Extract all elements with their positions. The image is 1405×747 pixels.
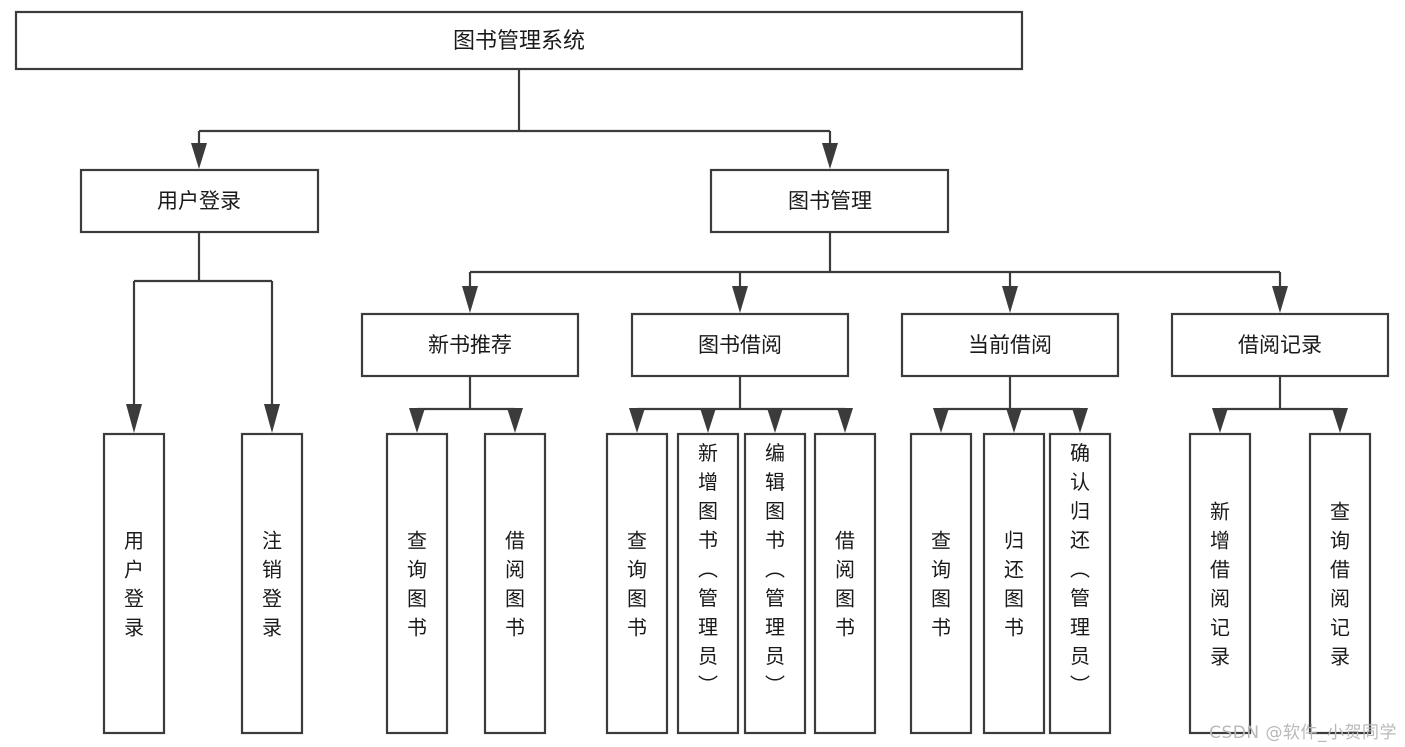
leaf-label: 查询图书 <box>931 529 951 640</box>
node-book-management-box[interactable] <box>709 168 950 234</box>
arrow-head-borrow-leaf-2 <box>700 408 716 433</box>
leaf-label: 借阅图书 <box>835 529 855 640</box>
leaf-node[interactable] <box>1308 432 1372 735</box>
node-user-login[interactable]: 用户登录 <box>79 168 320 234</box>
leaf-node[interactable] <box>909 432 973 735</box>
node-new-book-recommend-box[interactable] <box>360 312 580 378</box>
leaf-node[interactable] <box>1048 432 1112 735</box>
node-book-borrow-box[interactable] <box>630 312 850 378</box>
leaf-box-return-book[interactable] <box>982 432 1046 735</box>
arrow-head-records <box>1272 286 1288 313</box>
arrow-head-newbook-leaf-2 <box>507 408 523 433</box>
arrow-head-borrow-leaf-3 <box>767 408 783 433</box>
leaf-box-borrow-book-2[interactable] <box>813 432 877 735</box>
node-root-label: 图书管理系统 <box>453 29 585 54</box>
leaf-box-logout[interactable] <box>240 432 304 735</box>
leaf-node[interactable] <box>743 432 807 735</box>
node-root[interactable]: 图书管理系统 <box>14 10 1024 71</box>
arrow-head-newbook <box>462 286 478 313</box>
leaf-box-borrow-book-1[interactable] <box>483 432 547 735</box>
arrow-head-borrow-leaf-1 <box>629 408 645 433</box>
leaf-box-user-login[interactable] <box>102 432 166 735</box>
node-current-borrow[interactable]: 当前借阅 <box>900 312 1120 378</box>
arrow-head-newbook-leaf-1 <box>409 408 425 433</box>
leaf-node[interactable] <box>385 432 449 735</box>
leaf-box-add-book-admin[interactable] <box>676 432 740 735</box>
node-user-login-label: 用户登录 <box>157 189 241 213</box>
node-book-management[interactable]: 图书管理 <box>709 168 950 234</box>
arrow-head-leaf-logout <box>264 404 280 433</box>
leaf-label-layer: 用户登录 注销登录 查询图书 借阅图书 查询图书 新增图书︵管理员︶ 编辑图书︵管理员︶ 借阅… <box>124 441 1350 697</box>
node-borrow-records-box[interactable] <box>1170 312 1390 378</box>
leaf-label: 编辑图书︵管理员︶ <box>765 441 785 697</box>
node-book-management-label: 图书管理 <box>788 189 872 213</box>
leaf-label: 归还图书 <box>1004 529 1024 640</box>
leaf-node[interactable] <box>676 432 740 735</box>
node-new-book-recommend-label: 新书推荐 <box>428 333 512 357</box>
leaf-box-query-book-2[interactable] <box>605 432 669 735</box>
arrow-head-current-leaf-3 <box>1072 408 1088 433</box>
arrow-head-records-leaf-1 <box>1212 408 1228 433</box>
node-root-box[interactable] <box>14 10 1024 71</box>
leaf-box-edit-book-admin[interactable] <box>743 432 807 735</box>
leaf-box-confirm-return-admin[interactable] <box>1048 432 1112 735</box>
leaf-label: 新增图书︵管理员︶ <box>698 441 718 697</box>
node-current-borrow-label: 当前借阅 <box>968 333 1052 357</box>
leaf-node[interactable] <box>1188 432 1252 735</box>
leaf-node[interactable] <box>483 432 547 735</box>
arrow-head-borrow-leaf-4 <box>837 408 853 433</box>
arrow-head-borrow <box>732 286 748 313</box>
connector-layer <box>126 69 1348 433</box>
leaf-box-add-borrow-record[interactable] <box>1188 432 1252 735</box>
arrow-head-to-book-mgmt <box>822 143 838 169</box>
arrow-head-current <box>1002 286 1018 313</box>
leaf-node[interactable] <box>982 432 1046 735</box>
leaf-label: 注销登录 <box>262 529 282 640</box>
node-book-borrow[interactable]: 图书借阅 <box>630 312 850 378</box>
leaf-box-query-borrow-record[interactable] <box>1308 432 1372 735</box>
leaf-label: 查询借阅记录 <box>1330 500 1350 669</box>
node-book-borrow-label: 图书借阅 <box>698 333 782 357</box>
leaf-label: 用户登录 <box>124 529 144 640</box>
leaf-box-query-book-3[interactable] <box>909 432 973 735</box>
leaf-label: 确认归还︵管理员︶ <box>1070 441 1090 697</box>
node-current-borrow-box[interactable] <box>900 312 1120 378</box>
leaf-node[interactable] <box>240 432 304 735</box>
leaf-label: 借阅图书 <box>505 529 525 640</box>
arrow-head-to-user-login <box>191 143 207 169</box>
leaf-node[interactable] <box>813 432 877 735</box>
leaf-node[interactable] <box>605 432 669 735</box>
leaf-label: 新增借阅记录 <box>1210 500 1230 669</box>
arrow-head-current-leaf-1 <box>933 408 949 433</box>
leaf-label: 查询图书 <box>407 529 427 640</box>
node-borrow-records-label: 借阅记录 <box>1238 333 1322 357</box>
arrow-head-leaf-user-login <box>126 404 142 433</box>
leaf-label: 查询图书 <box>627 529 647 640</box>
leaf-box-query-book-1[interactable] <box>385 432 449 735</box>
arrow-head-current-leaf-2 <box>1006 408 1022 433</box>
node-borrow-records[interactable]: 借阅记录 <box>1170 312 1390 378</box>
leaf-node[interactable] <box>102 432 166 735</box>
node-new-book-recommend[interactable]: 新书推荐 <box>360 312 580 378</box>
arrow-head-records-leaf-2 <box>1332 408 1348 433</box>
node-user-login-box[interactable] <box>79 168 320 234</box>
